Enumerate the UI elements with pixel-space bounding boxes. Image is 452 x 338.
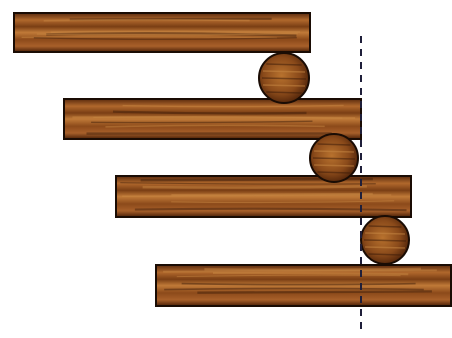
roller-3 [361, 216, 409, 264]
plank-4 [156, 265, 451, 306]
plank-1 [14, 13, 310, 52]
roller-1 [259, 53, 309, 103]
plank-2 [64, 99, 361, 139]
plank-3 [116, 176, 411, 217]
roller-2 [310, 134, 358, 182]
